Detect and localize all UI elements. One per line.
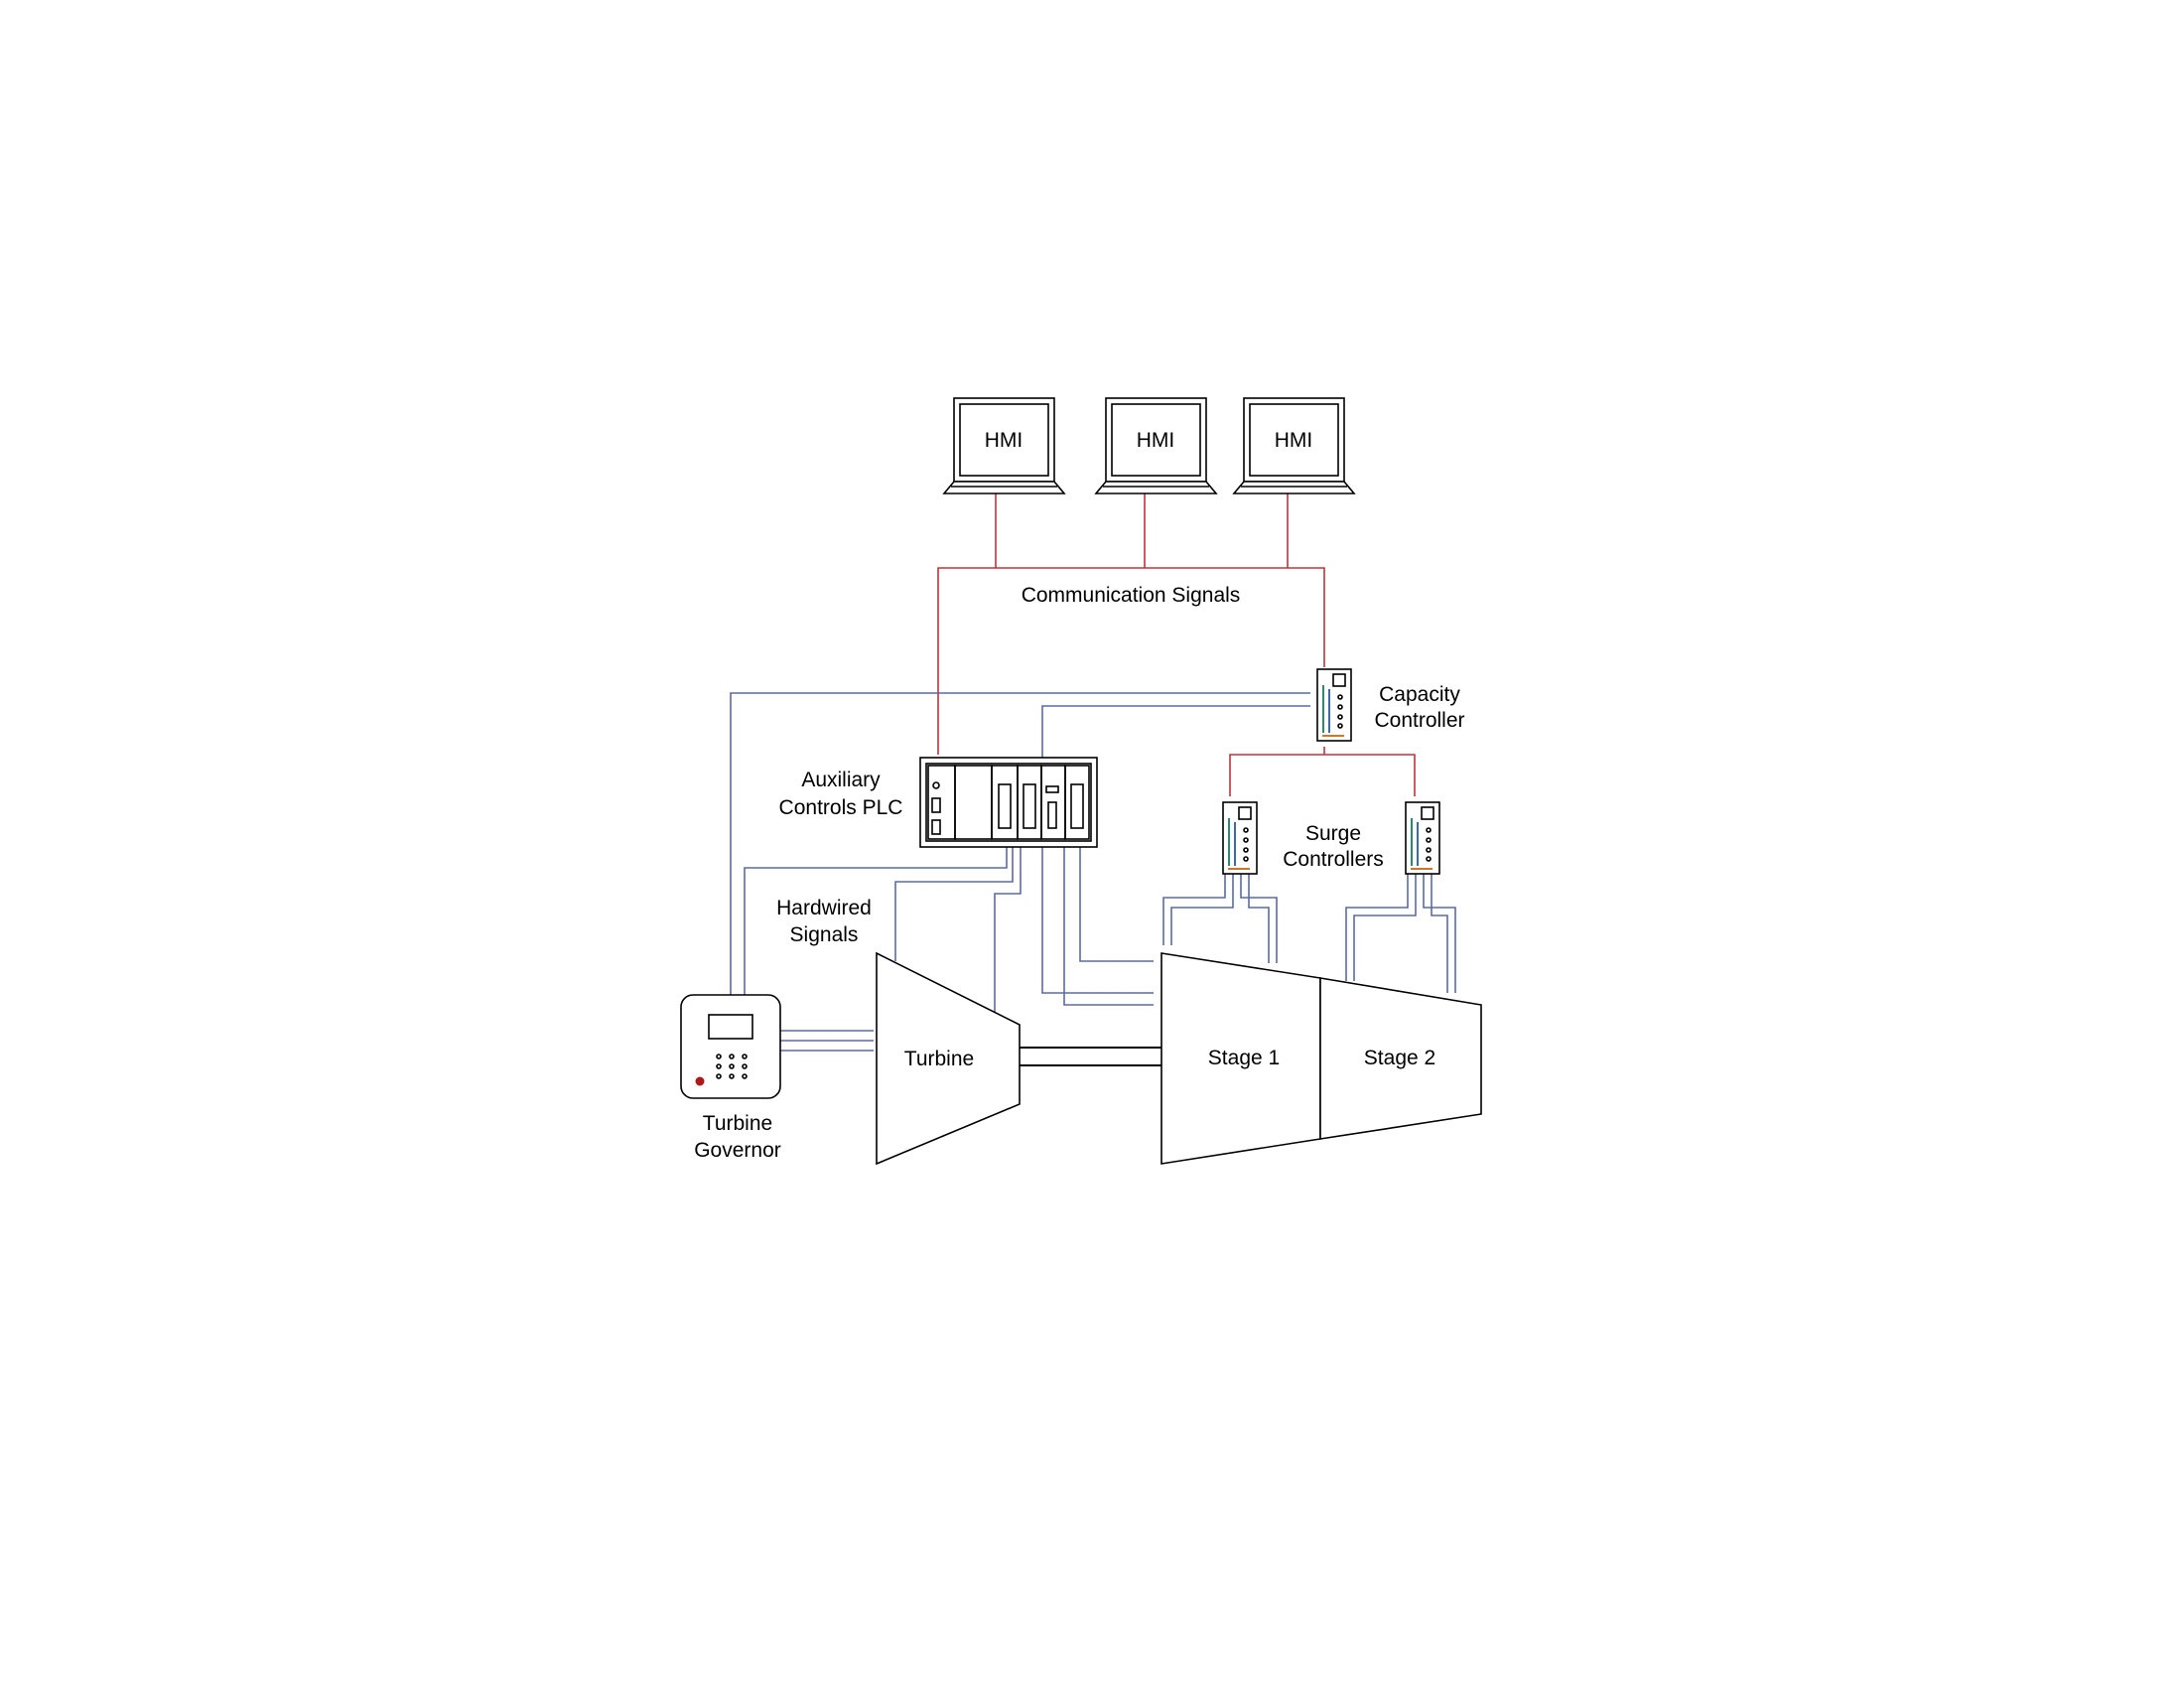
hardwired-signals-label-line2: Signals bbox=[790, 923, 859, 946]
communication-signals-label: Communication Signals bbox=[1022, 584, 1241, 607]
hmi-workstation-3: HMI bbox=[1232, 397, 1356, 494]
hmi-workstation-1: HMI bbox=[942, 397, 1066, 494]
aux-plc-label-line2: Controls PLC bbox=[779, 796, 903, 819]
turbine-label: Turbine bbox=[904, 1048, 974, 1070]
drive-shaft bbox=[1020, 1047, 1161, 1066]
governor-indicator-light bbox=[695, 1076, 705, 1086]
hmi-workstation-2: HMI bbox=[1094, 397, 1218, 494]
aux-plc-label-line1: Auxiliary bbox=[801, 769, 881, 791]
governor-label-line1: Turbine bbox=[703, 1112, 772, 1135]
hardwired-signals-label-line1: Hardwired bbox=[776, 897, 872, 919]
auxiliary-plc bbox=[919, 757, 1098, 848]
turbine-governor bbox=[680, 994, 781, 1099]
stage-2-label: Stage 2 bbox=[1364, 1047, 1435, 1069]
hardwired-signals bbox=[730, 692, 1456, 1052]
capacity-controller bbox=[1316, 668, 1352, 742]
turbine bbox=[876, 951, 1021, 1166]
surge-controller-2 bbox=[1405, 801, 1440, 875]
stage-1-label: Stage 1 bbox=[1208, 1047, 1280, 1069]
surge-controllers-label-line1: Surge bbox=[1305, 822, 1361, 845]
capacity-controller-label-line1: Capacity bbox=[1379, 683, 1460, 706]
communication-network bbox=[937, 493, 1416, 796]
hmi-label-1: HMI bbox=[985, 429, 1024, 452]
governor-label-line2: Governor bbox=[694, 1139, 781, 1162]
surge-controller-1 bbox=[1222, 801, 1258, 875]
hmi-label-2: HMI bbox=[1137, 429, 1175, 452]
capacity-controller-label-line2: Controller bbox=[1374, 709, 1464, 732]
hmi-label-3: HMI bbox=[1275, 429, 1313, 452]
surge-controllers-label-line2: Controllers bbox=[1283, 848, 1384, 871]
compressor-stage-2 bbox=[1319, 977, 1482, 1140]
